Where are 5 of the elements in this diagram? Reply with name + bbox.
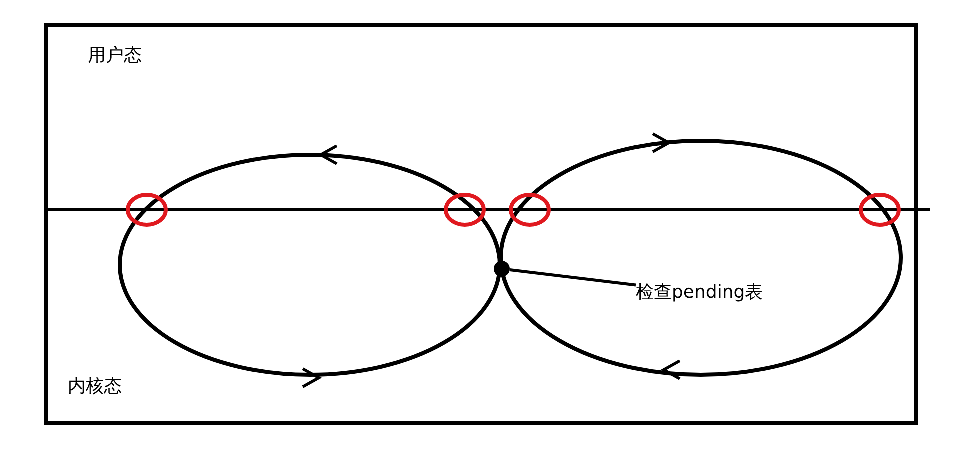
mode-label: 用户态 [88, 45, 142, 67]
mode-label: 内核态 [68, 376, 122, 398]
annotation-text: 检查pending表 [636, 282, 764, 304]
check-point-dot [494, 261, 510, 277]
leader-line [510, 268, 636, 287]
